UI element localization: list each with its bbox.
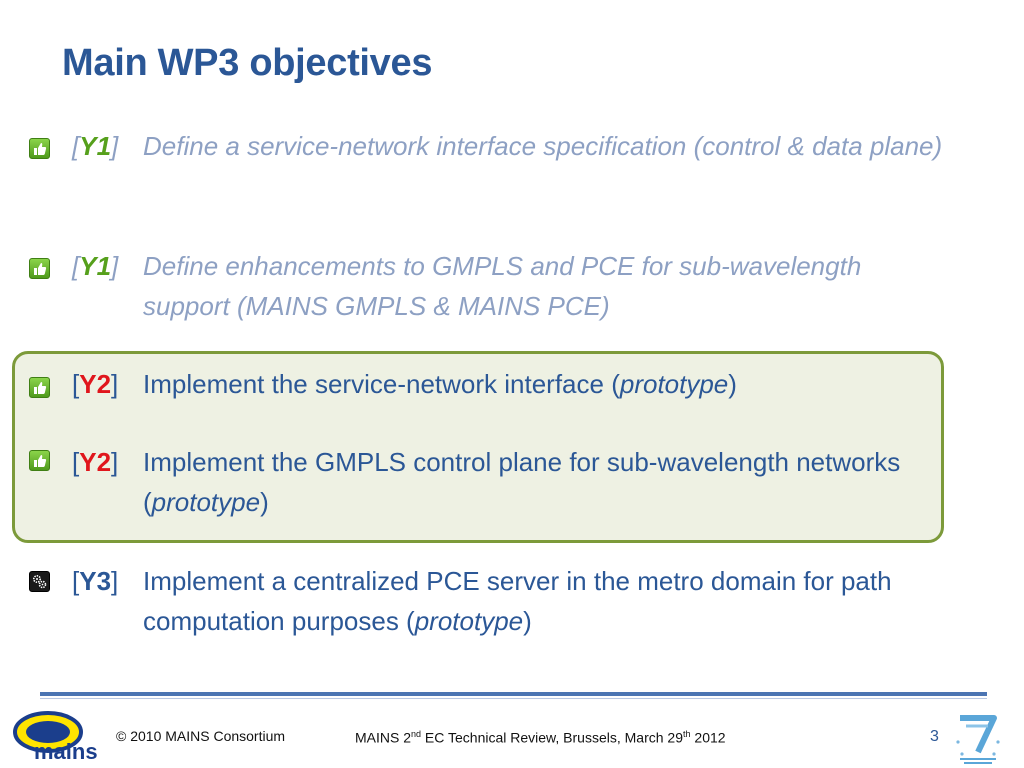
footer-divider xyxy=(40,692,987,696)
copyright-text: © 2010 MAINS Consortium xyxy=(116,728,286,744)
thumbs-up-icon xyxy=(29,377,50,398)
fp7-logo xyxy=(956,715,1000,764)
year-tag: [Y3] xyxy=(72,566,119,596)
objective-text: Define enhancements to GMPLS and PCE for… xyxy=(143,251,862,321)
thumbs-up-icon xyxy=(29,138,50,159)
gears-icon xyxy=(29,571,50,592)
thumbs-up-icon xyxy=(29,450,50,471)
page-number: 3 xyxy=(930,728,939,745)
year-tag: [Y2] xyxy=(72,369,119,399)
mains-logo: mains xyxy=(13,711,98,762)
highlight-box xyxy=(12,351,944,543)
page-title: Main WP3 objectives xyxy=(62,42,433,84)
objective-text: Implement the GMPLS control plane for su… xyxy=(143,447,901,517)
objective-text: Define a service-network interface speci… xyxy=(143,131,943,161)
year-tag: [Y1] xyxy=(72,131,119,161)
year-tag: [Y1] xyxy=(72,251,119,281)
svg-text:mains: mains xyxy=(34,739,98,762)
objective-text: Implement a centralized PCE server in th… xyxy=(143,566,892,636)
year-tag: [Y2] xyxy=(72,447,119,477)
thumbs-up-icon xyxy=(29,258,50,279)
footer-divider-thin xyxy=(40,698,987,699)
objective-text: Implement the service-network interface … xyxy=(143,369,737,399)
event-text: MAINS 2nd EC Technical Review, Brussels,… xyxy=(355,729,726,746)
